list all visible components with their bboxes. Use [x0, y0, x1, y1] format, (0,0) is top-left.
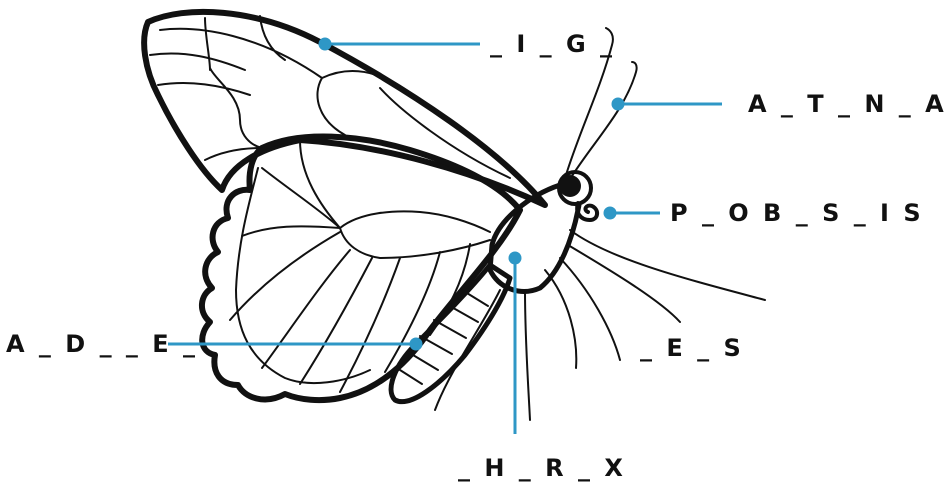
eye [559, 175, 581, 197]
label-abdomen: A _ D _ _ E _ [6, 332, 198, 356]
leader-thorax-dot [510, 253, 520, 263]
label-wing: _ I _ G _ [490, 32, 615, 56]
leader-abdomen-dot [411, 339, 421, 349]
antenna-right [572, 62, 637, 176]
abdomen-segments [400, 290, 488, 384]
label-proboscis: P _ O B _ S _ I S [670, 201, 924, 225]
hindwing-outline [202, 136, 520, 400]
label-legs: _ E _ S [640, 336, 744, 360]
label-thorax: _ H _ R _ X [458, 456, 626, 480]
leader-proboscis-dot [605, 208, 615, 218]
forewing-outline [144, 12, 545, 205]
hindwing-inner-edge [236, 168, 370, 383]
label-antenna: A _ T _ N _ A _ [748, 92, 944, 116]
abdomen-outline [391, 265, 510, 402]
leader-antenna-dot [613, 99, 623, 109]
leader-wing-dot [320, 39, 330, 49]
